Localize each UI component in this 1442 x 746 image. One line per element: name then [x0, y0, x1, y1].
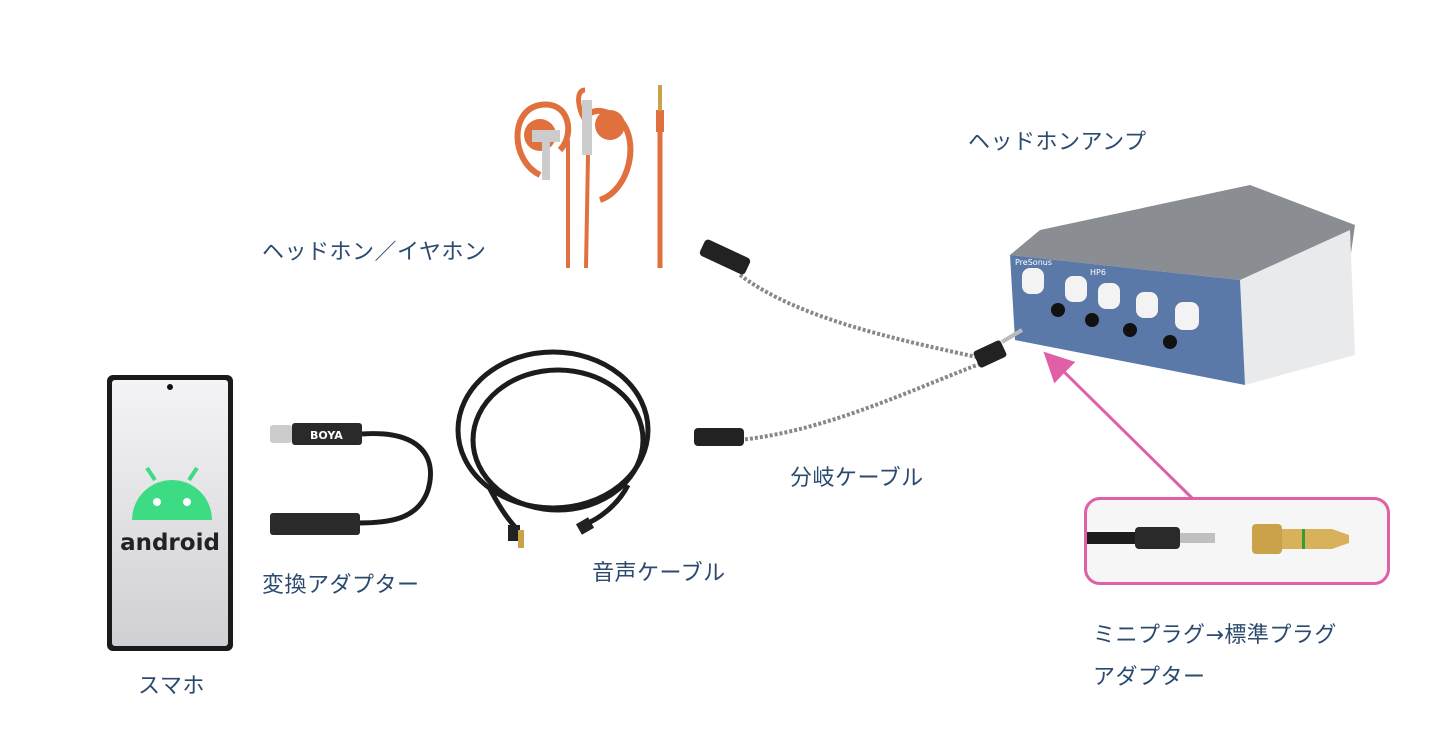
- phone-label: スマホ: [138, 674, 205, 699]
- smartphone-image: android: [107, 375, 233, 651]
- android-robot-icon: [132, 466, 212, 520]
- amp-model-text: HP6: [1090, 268, 1106, 277]
- audio-cable-label: 音声ケーブル: [592, 561, 726, 586]
- audio-cable-image: [455, 349, 651, 548]
- plug-adapter-label-line1: ミニプラグ→標準プラグ: [1093, 623, 1337, 648]
- splitter-label: 分岐ケーブル: [790, 466, 924, 491]
- headphone-amp-image: PreSonus HP6: [1010, 185, 1355, 385]
- camera-icon: [167, 384, 173, 390]
- boya-logo-text: BOYA: [310, 429, 343, 442]
- adapter-label: 変換アダプター: [262, 573, 420, 598]
- plug-adapter-box: [1084, 497, 1390, 585]
- plug-adapter-image: [1087, 524, 1349, 554]
- conversion-adapter-image: BOYA: [270, 423, 433, 535]
- plug-adapter-label-line2: アダプター: [1093, 665, 1206, 690]
- earphones-image: [514, 85, 664, 269]
- amp-brand-text: PreSonus: [1015, 258, 1052, 267]
- amp-label: ヘッドホンアンプ: [968, 130, 1147, 155]
- headphones-label: ヘッドホン／イヤホン: [262, 240, 487, 265]
- android-logo-text: android: [120, 530, 220, 556]
- splitter-cable-image: [694, 239, 1024, 446]
